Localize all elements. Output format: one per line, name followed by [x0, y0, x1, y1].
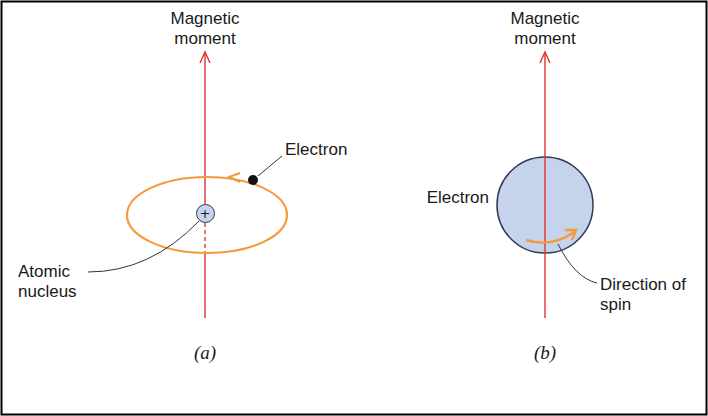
part-label: Atomic nucleus	[18, 262, 98, 302]
moment-axis-hidden	[204, 223, 205, 253]
axis-label: Magnetic moment	[495, 9, 595, 49]
moment-axis	[544, 53, 545, 318]
moment-axis	[204, 53, 205, 204]
axis-label: Magnetic moment	[155, 9, 255, 49]
leader-line	[88, 221, 199, 272]
leader-line	[558, 244, 597, 283]
charge-sign: +	[200, 207, 211, 220]
leader-line	[258, 156, 282, 176]
electron-dot	[248, 175, 258, 185]
part-label: Direction of spin	[600, 275, 686, 315]
part-label: Electron	[285, 140, 347, 160]
orbit-arrow	[229, 173, 240, 182]
spin-arrow	[526, 232, 574, 243]
panel-caption: (b)	[534, 343, 556, 363]
part-label: Electron	[427, 188, 489, 208]
nucleus-circle: +	[196, 204, 215, 223]
panel-caption: (a)	[194, 343, 216, 363]
orbit	[127, 177, 287, 253]
